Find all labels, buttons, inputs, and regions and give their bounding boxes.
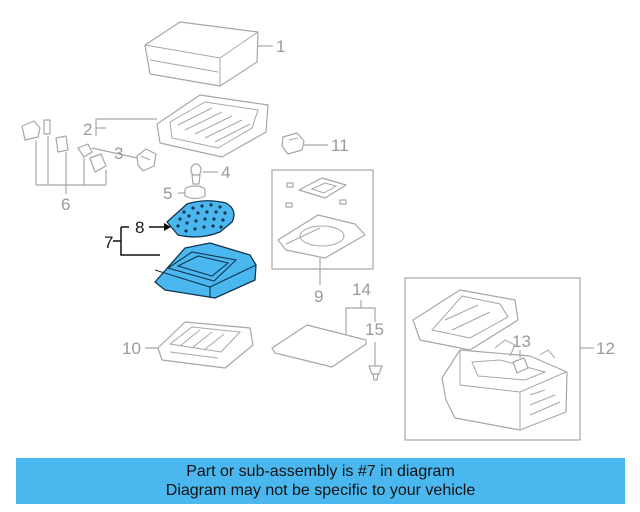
part-10-lower-tray[interactable] xyxy=(157,321,254,369)
info-banner: Part or sub-assembly is #7 in diagram Di… xyxy=(16,458,625,504)
banner-line-2: Diagram may not be specific to your vehi… xyxy=(165,482,476,499)
callout-5: 5 xyxy=(163,184,172,203)
part-4-pin[interactable] xyxy=(190,163,202,185)
part-6-hinge-pieces[interactable] xyxy=(21,119,107,173)
callout-8: 8 xyxy=(135,218,144,237)
callout-7: 7 xyxy=(104,233,113,252)
callout-14: 14 xyxy=(352,280,371,299)
callout-9: 9 xyxy=(314,287,323,306)
part-13-insert[interactable] xyxy=(512,357,529,374)
part-11-connector[interactable] xyxy=(281,132,305,155)
banner-line-1: Part or sub-assembly is #7 in diagram xyxy=(186,463,455,480)
part-14-liner-mat[interactable] xyxy=(271,324,367,368)
callout-1: 1 xyxy=(276,37,285,56)
part-1-armrest-lid[interactable] xyxy=(144,21,259,87)
part-2-lid-inner-panel[interactable] xyxy=(156,94,269,158)
part-15-push-clip[interactable] xyxy=(368,365,383,381)
callout-15: 15 xyxy=(365,320,384,339)
callout-2: 2 xyxy=(83,120,92,139)
part-12-console-base[interactable] xyxy=(412,289,568,431)
part-7-console-bin[interactable] xyxy=(154,242,257,299)
part-5-cap[interactable] xyxy=(184,185,206,200)
callout-4: 4 xyxy=(221,163,230,182)
callout-13: 13 xyxy=(512,332,531,351)
parts-diagram: 1 2 3 4 5 6 xyxy=(21,21,615,441)
callout-3: 3 xyxy=(114,144,123,163)
callout-12: 12 xyxy=(596,339,615,358)
callout-10: 10 xyxy=(122,339,141,358)
part-3-clip[interactable] xyxy=(136,148,157,172)
part-9-console-insert[interactable] xyxy=(277,177,366,259)
callout-6: 6 xyxy=(61,195,70,214)
callout-11: 11 xyxy=(331,136,349,155)
part-8-pad[interactable] xyxy=(166,200,235,238)
